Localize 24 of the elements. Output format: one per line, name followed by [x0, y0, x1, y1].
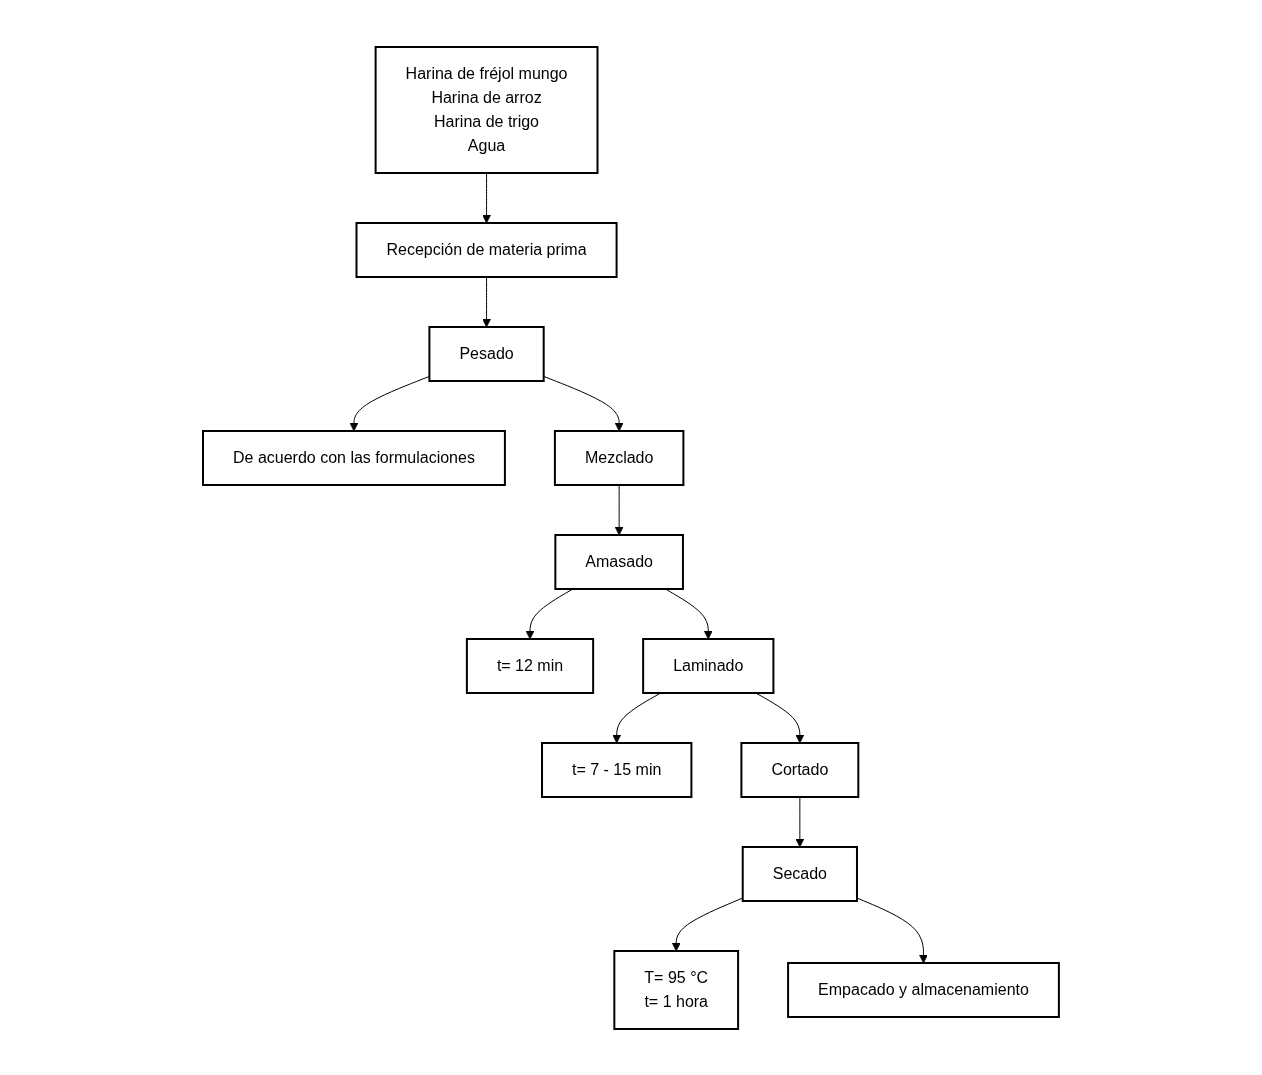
node-box: Secado	[741, 845, 859, 902]
node-box: Cortado	[740, 741, 860, 798]
node-box: De acuerdo con las formulaciones	[202, 429, 506, 486]
node-box: Empacado y almacenamiento	[787, 961, 1060, 1018]
arrow	[665, 588, 713, 639]
node-box: Pesado	[428, 325, 545, 382]
arrow	[349, 375, 430, 431]
node-box: Mezclado	[553, 429, 685, 486]
arrow	[612, 692, 662, 743]
arrow	[755, 692, 805, 743]
arrow	[856, 897, 928, 963]
node-box: t= 7 - 15 min	[541, 741, 693, 798]
arrow	[482, 172, 491, 223]
node-box: Recepción de materia prima	[355, 221, 618, 278]
node-box: T= 95 °C t= 1 hora	[613, 949, 740, 1030]
node-box: Harina de fréjol mungo Harina de arroz Harina de trigo Agua	[374, 45, 599, 174]
arrow	[795, 796, 805, 847]
arrow	[482, 276, 491, 327]
node-box: Laminado	[642, 637, 775, 694]
node-box: Amasado	[554, 533, 684, 590]
arrow	[614, 484, 624, 535]
arrow	[525, 588, 574, 639]
arrow	[543, 375, 624, 431]
node-box: t= 12 min	[465, 637, 595, 694]
